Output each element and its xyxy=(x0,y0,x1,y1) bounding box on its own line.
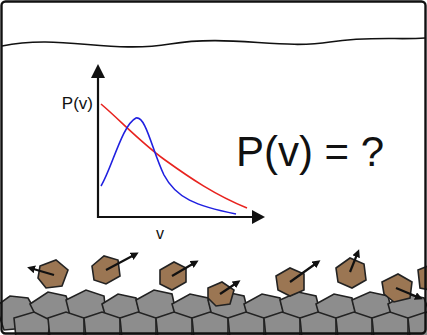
axis-label: P(v) xyxy=(62,95,93,112)
sediment-grains xyxy=(38,256,427,306)
axis-label: v xyxy=(156,226,164,242)
question-text: P(v) = ? xyxy=(236,131,384,173)
red-curve xyxy=(101,104,247,208)
water-surface xyxy=(2,38,425,47)
velocity-arrows xyxy=(30,252,420,298)
blue-curve xyxy=(101,118,236,214)
